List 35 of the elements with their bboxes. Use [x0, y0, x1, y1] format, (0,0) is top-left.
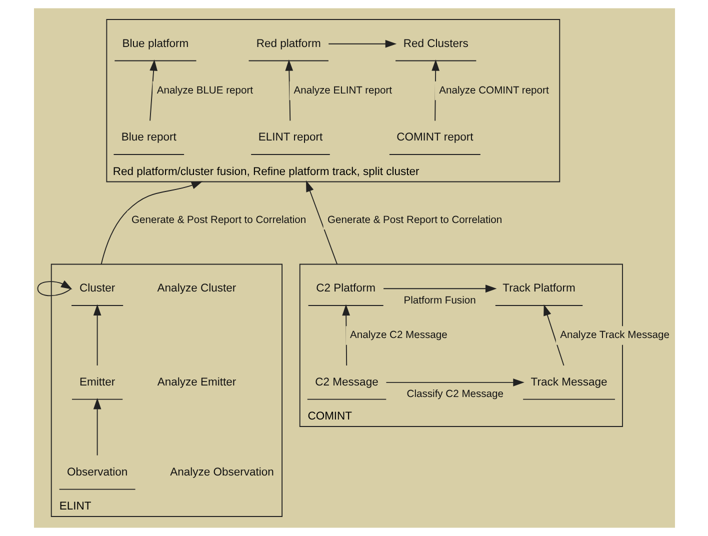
arrow	[328, 40, 396, 48]
node-text: C2 Platform	[316, 282, 376, 295]
arrow	[284, 60, 293, 122]
node-text: Cluster	[78, 282, 115, 295]
edge-label: Analyze COMINT report	[438, 85, 548, 96]
edge-label: Generate & Post Report to Correlation	[327, 214, 502, 226]
edge-label: Analyze BLUE report	[156, 85, 253, 96]
edge-label: Platform Fusion	[403, 295, 476, 306]
arrow	[543, 304, 564, 366]
edge-label: Analyze C2 Message	[350, 330, 447, 342]
arrow	[92, 398, 101, 456]
node-text: Emitter	[78, 376, 115, 388]
arrow	[36, 280, 72, 296]
node-text: Track Message	[530, 376, 607, 388]
node-text: Track Platform	[502, 282, 575, 295]
node-text: COMINT report	[396, 132, 473, 144]
node-text: Blue platform	[122, 38, 188, 50]
node-label: Analyze Emitter	[156, 376, 236, 388]
node-text: Red Clusters	[402, 38, 468, 50]
node-text: C2 Message	[314, 376, 378, 388]
node-label: Analyze Cluster	[156, 282, 236, 295]
node-text: Blue report	[120, 132, 176, 144]
edge-label: Classify C2 Message	[406, 389, 503, 400]
arrow	[92, 304, 101, 366]
edge-label: Analyze ELINT report	[293, 85, 392, 96]
arrow	[306, 180, 338, 265]
node-text: Observation	[66, 466, 128, 478]
node-text: Red platform	[256, 38, 320, 50]
node-label: Analyze Observation	[170, 466, 274, 478]
arrow	[382, 284, 496, 293]
arrow	[100, 181, 202, 265]
node-text: ELINT report	[258, 132, 322, 144]
arrow	[385, 378, 524, 386]
edge-label: Generate & Post Report to Correlation	[131, 214, 306, 226]
arrow	[149, 60, 158, 122]
